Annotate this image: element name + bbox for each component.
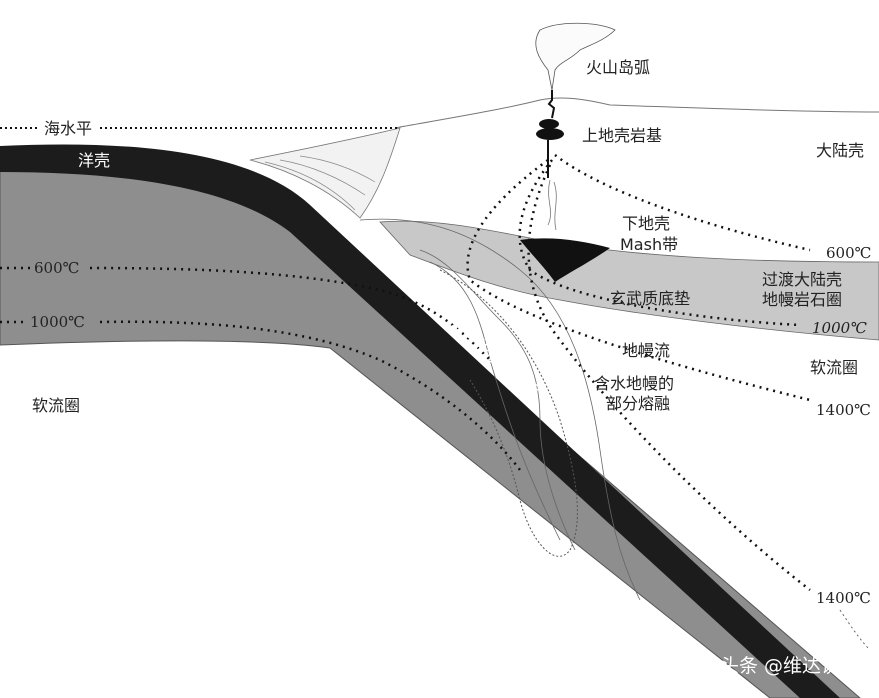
hydrous-mantle-label-line2: 部分熔融 xyxy=(606,394,670,413)
basaltic-underplate-wedge xyxy=(520,238,610,282)
isotherm-1400-lower-label: 1400℃ xyxy=(816,589,871,607)
volcanic-plume-icon xyxy=(535,22,616,91)
isotherm-600-right xyxy=(554,154,811,252)
continental-crust-outline xyxy=(394,97,879,129)
lower-crust-label: 下地壳 xyxy=(622,214,670,233)
mantle-flow-label: 地幔流 xyxy=(622,341,670,360)
melt-ascent-lines xyxy=(547,179,557,231)
transition-crust-label: 过渡大陆壳 xyxy=(762,270,842,289)
mash-zone-label: Mash带 xyxy=(620,235,678,254)
isotherm-1400-lower xyxy=(527,164,811,591)
hydrous-mantle-label-line1: 含水地幔的 xyxy=(594,374,674,393)
isotherm-600-left-label: 600℃ xyxy=(34,259,79,277)
asthenosphere-left-label: 软流圈 xyxy=(32,396,80,415)
basaltic-underplating-label: 玄武质底垫 xyxy=(610,289,690,308)
watermark-text: 头条 @维达说 xyxy=(720,655,840,677)
volcanic-arc-label: 火山岛弧 xyxy=(586,58,650,77)
mantle-flow-lines xyxy=(359,218,641,601)
volcano-conduit xyxy=(547,90,556,119)
batholith-upper xyxy=(539,119,559,129)
mantle-lithosphere-band xyxy=(379,220,879,341)
oceanic-crust-label: 洋壳 xyxy=(78,151,110,170)
isotherm-1000-right-label: 1000℃ xyxy=(812,319,867,337)
upper-crust-batholith-label: 上地壳岩基 xyxy=(582,126,662,145)
mantle-lithosphere-label: 地幔岩石圈 xyxy=(762,290,842,309)
isotherm-1000-left xyxy=(0,320,521,471)
continental-crust-label: 大陆壳 xyxy=(816,141,864,160)
sea-level-label: 海水平 xyxy=(44,119,92,138)
wedge-striations xyxy=(264,155,376,211)
isotherm-600-left xyxy=(0,266,491,361)
isotherm-1000-left-label: 1000℃ xyxy=(30,313,85,331)
isotherm-1400-upper-label: 1400℃ xyxy=(816,401,871,419)
asthenosphere-right-label: 软流圈 xyxy=(810,358,858,377)
isotherm-600-right-label: 600℃ xyxy=(826,244,871,262)
isotherm-1400-edge xyxy=(839,609,871,651)
batholith-lower xyxy=(536,128,564,140)
oceanic-crust-band xyxy=(0,144,840,698)
isotherm-1400-upper xyxy=(466,158,811,402)
mantle-flow-loop xyxy=(439,269,578,557)
